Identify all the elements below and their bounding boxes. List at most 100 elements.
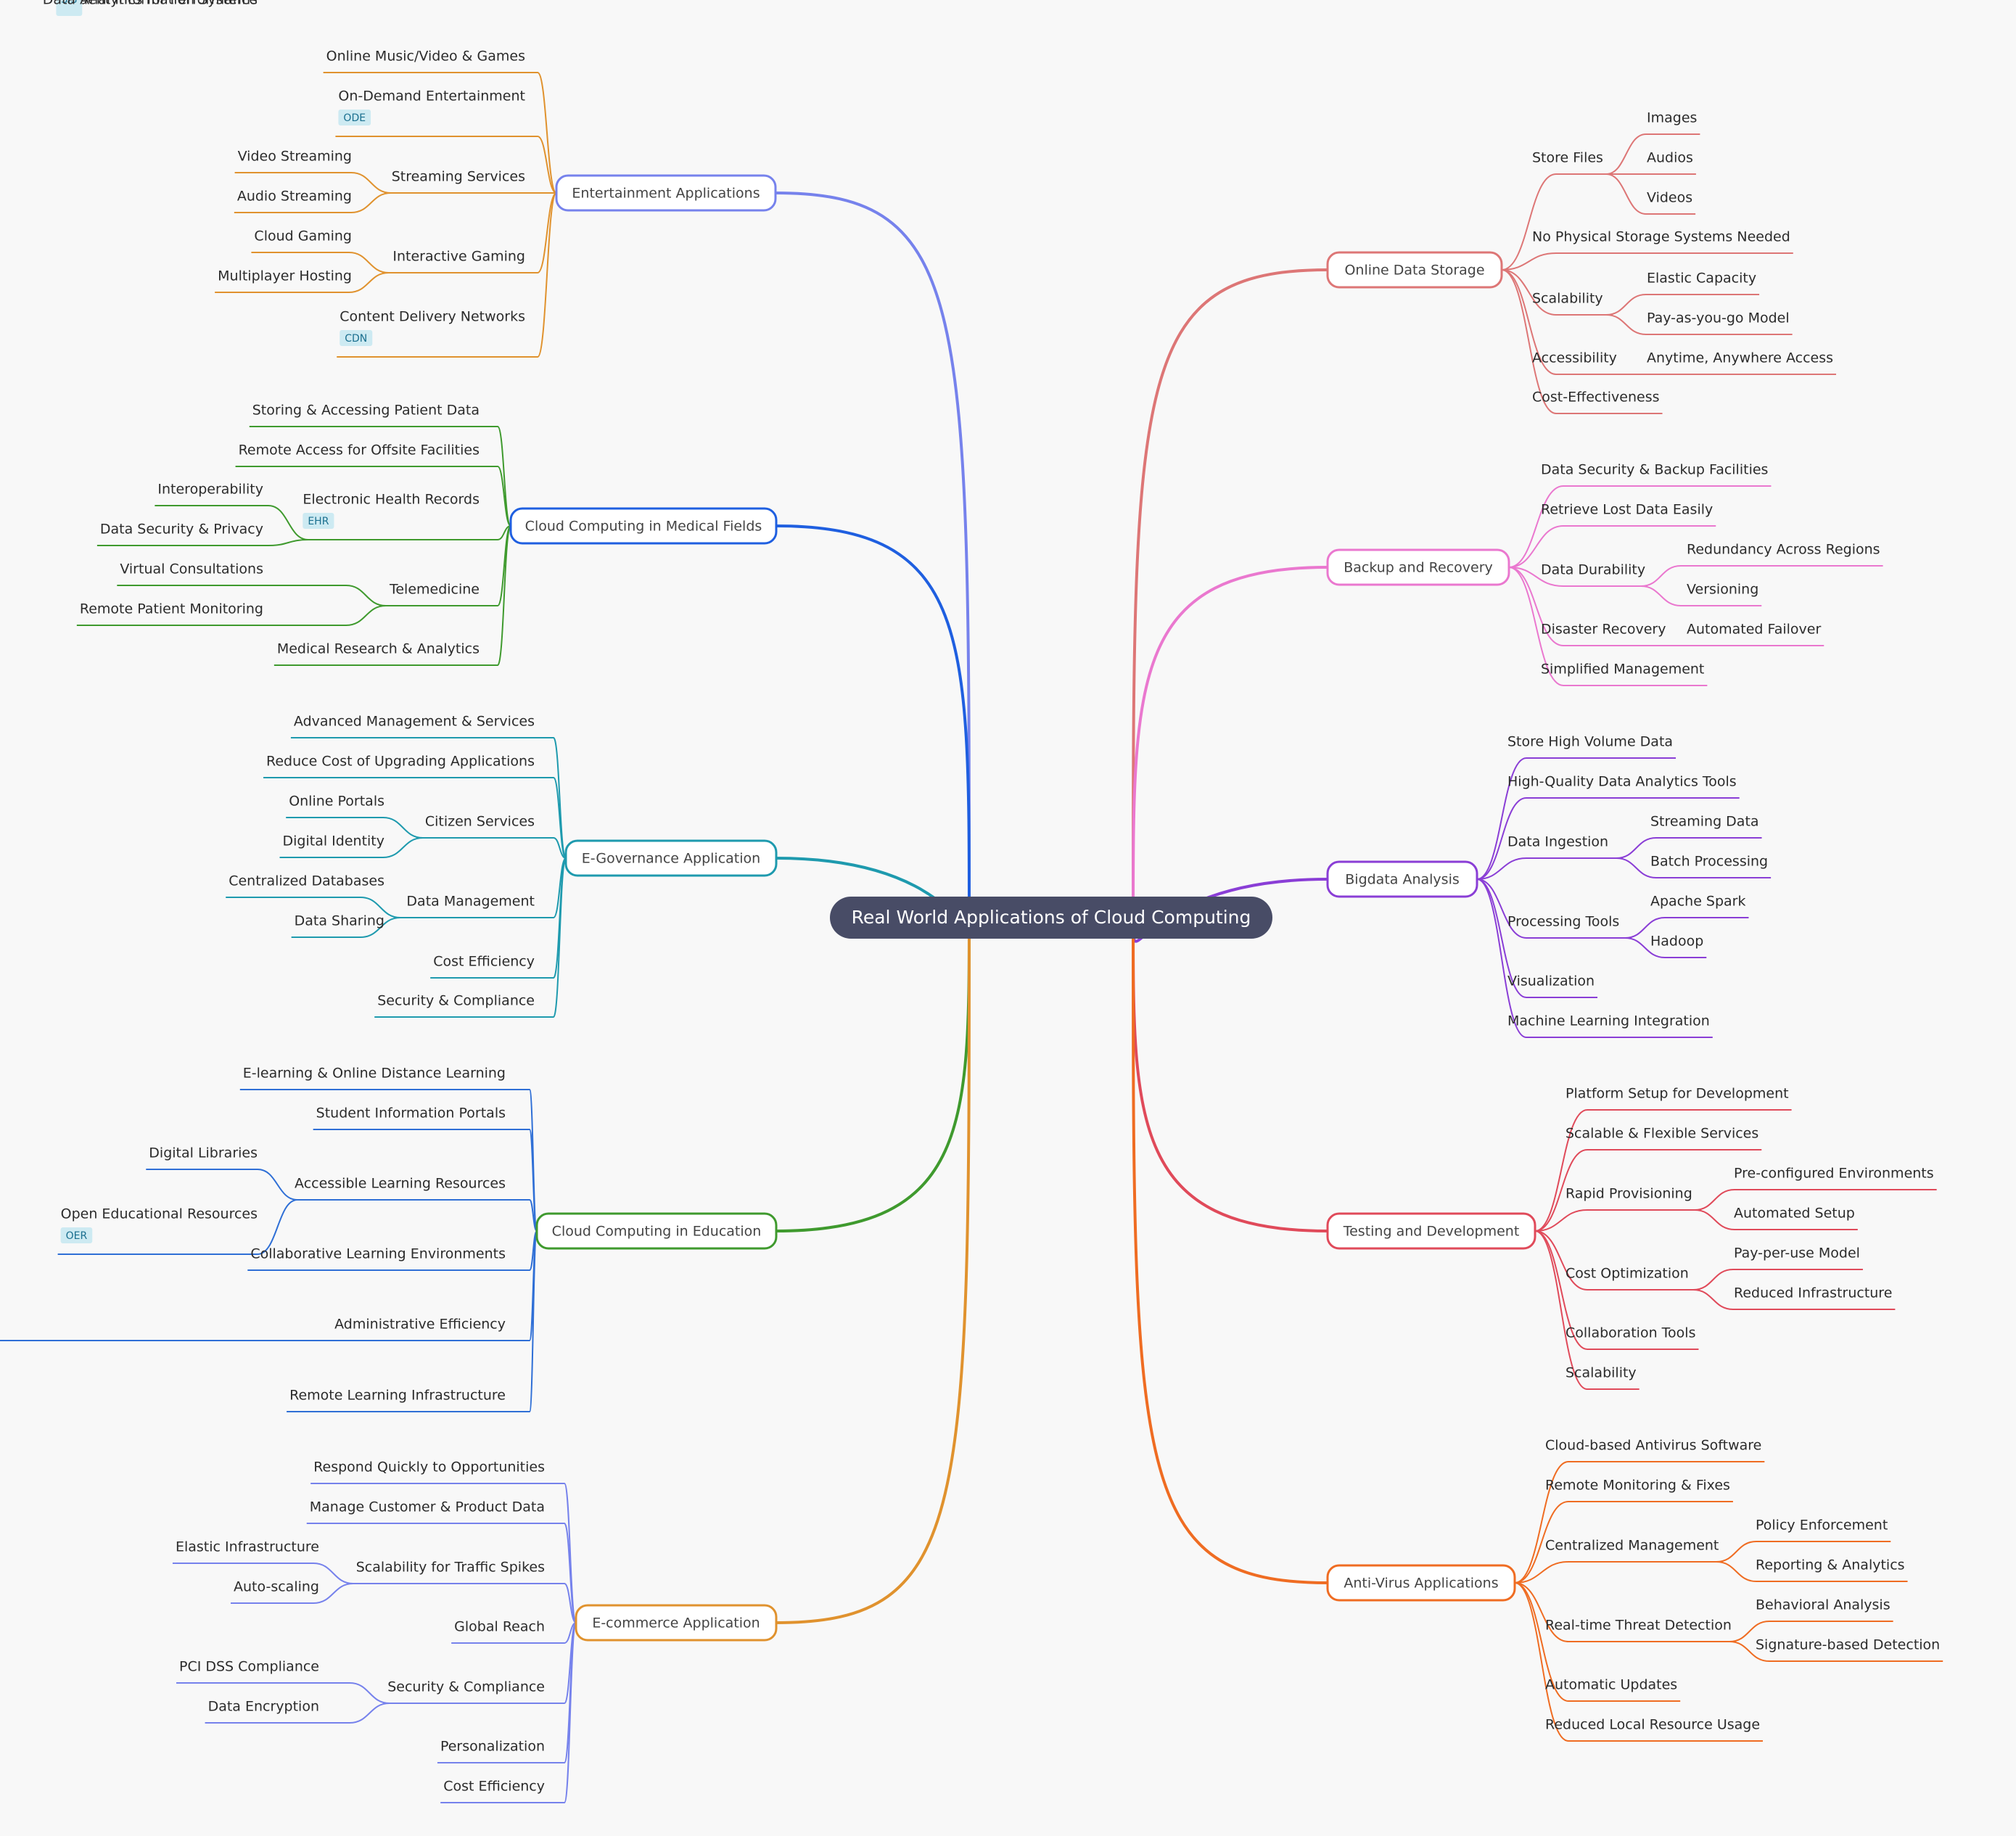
node-store-files[interactable]: Store Files (1532, 150, 1603, 166)
branch-cloud-computing-in-education[interactable]: Cloud Computing in Education (535, 1212, 778, 1250)
node-telemedicine[interactable]: Telemedicine (389, 582, 480, 598)
node-accessible-learning-resources[interactable]: Accessible Learning Resources (295, 1176, 506, 1192)
branch-cloud-computing-in-medical-fields[interactable]: Cloud Computing in Medical Fields (509, 507, 778, 545)
node-automated-setup[interactable]: Automated Setup (1734, 1206, 1855, 1222)
node-cost-efficiency[interactable]: Cost Efficiency (433, 954, 535, 970)
node-scalable-and-flexible-services[interactable]: Scalable & Flexible Services (1566, 1126, 1758, 1142)
node-remote-access-for-offsite-facilities[interactable]: Remote Access for Offsite Facilities (239, 442, 480, 458)
node-interoperability[interactable]: Interoperability (157, 482, 263, 498)
node-data-management[interactable]: Data Management (406, 894, 535, 910)
node-simplified-management[interactable]: Simplified Management (1541, 662, 1704, 678)
node-apache-spark[interactable]: Apache Spark (1650, 894, 1746, 910)
node-cost-efficiency[interactable]: Cost Efficiency (443, 1779, 545, 1795)
node-elastic-capacity[interactable]: Elastic Capacity (1647, 271, 1756, 287)
branch-backup-and-recovery[interactable]: Backup and Recovery (1326, 548, 1510, 586)
node-reduced-infrastructure[interactable]: Reduced Infrastructure (1734, 1285, 1892, 1301)
node-visualization[interactable]: Visualization (1507, 973, 1595, 989)
node-batch-processing[interactable]: Batch Processing (1650, 854, 1768, 870)
node-global-reach[interactable]: Global Reach (454, 1619, 545, 1635)
node-reduce-cost-of-upgrading-applications[interactable]: Reduce Cost of Upgrading Applications (266, 754, 535, 770)
node-automatic-updates[interactable]: Automatic Updates (1545, 1677, 1677, 1693)
node-audio-streaming[interactable]: Audio Streaming (237, 189, 352, 205)
node-store-high-volume-data[interactable]: Store High Volume Data (1507, 734, 1673, 750)
node-data-sharing[interactable]: Data Sharing (295, 913, 384, 929)
node-behavioral-analysis[interactable]: Behavioral Analysis (1756, 1597, 1890, 1613)
node-online-portals[interactable]: Online Portals (289, 794, 384, 810)
node-video-streaming[interactable]: Video Streaming (238, 149, 352, 165)
node-data-durability[interactable]: Data Durability (1541, 562, 1645, 578)
node-virtual-consultations[interactable]: Virtual Consultations (120, 561, 263, 577)
node-digital-libraries[interactable]: Digital Libraries (149, 1145, 258, 1161)
node-cost-effectiveness[interactable]: Cost-Effectiveness (1532, 390, 1660, 406)
branch-e-commerce-application[interactable]: E-commerce Application (575, 1604, 778, 1642)
node-high-quality-data-analytics-tools[interactable]: High-Quality Data Analytics Tools (1507, 774, 1737, 790)
branch-online-data-storage[interactable]: Online Data Storage (1326, 251, 1503, 289)
node-processing-tools[interactable]: Processing Tools (1507, 914, 1619, 930)
node-pay-per-use-model[interactable]: Pay-per-use Model (1734, 1246, 1860, 1261)
node-online-music-video-and-games[interactable]: Online Music/Video & Games (326, 49, 525, 65)
node-hadoop[interactable]: Hadoop (1650, 934, 1703, 950)
node-student-information-systems[interactable]: Student Information SystemsSIS (56, 0, 258, 16)
node-cost-optimization[interactable]: Cost Optimization (1566, 1266, 1689, 1282)
node-videos[interactable]: Videos (1647, 190, 1692, 206)
node-medical-research-and-analytics[interactable]: Medical Research & Analytics (277, 641, 480, 657)
node-student-information-portals[interactable]: Student Information Portals (316, 1106, 506, 1121)
node-data-analytics-for-performance[interactable]: Data Analytics for Performance (43, 0, 258, 8)
node-redundancy-across-regions[interactable]: Redundancy Across Regions (1687, 542, 1880, 558)
node-security-and-compliance[interactable]: Security & Compliance (377, 993, 535, 1009)
node-remote-patient-monitoring[interactable]: Remote Patient Monitoring (80, 601, 263, 617)
node-machine-learning-integration[interactable]: Machine Learning Integration (1507, 1013, 1710, 1029)
node-retrieve-lost-data-easily[interactable]: Retrieve Lost Data Easily (1541, 502, 1713, 518)
node-audios[interactable]: Audios (1647, 150, 1693, 166)
branch-testing-and-development[interactable]: Testing and Development (1326, 1212, 1536, 1250)
node-storing-and-accessing-patient-data[interactable]: Storing & Accessing Patient Data (252, 403, 480, 419)
node-scalability[interactable]: Scalability (1532, 291, 1603, 307)
node-remote-learning-infrastructure[interactable]: Remote Learning Infrastructure (289, 1388, 506, 1404)
node-citizen-services[interactable]: Citizen Services (425, 814, 535, 830)
root-node[interactable]: Real World Applications of Cloud Computi… (830, 897, 1272, 939)
node-anytime-anywhere-access[interactable]: Anytime, Anywhere Access (1647, 350, 1833, 366)
node-e-learning-and-online-distance-learning[interactable]: E-learning & Online Distance Learning (243, 1066, 506, 1082)
node-reporting-and-analytics[interactable]: Reporting & Analytics (1756, 1557, 1905, 1573)
node-pre-configured-environments[interactable]: Pre-configured Environments (1734, 1166, 1934, 1182)
node-data-ingestion[interactable]: Data Ingestion (1507, 834, 1608, 850)
branch-anti-virus-applications[interactable]: Anti-Virus Applications (1326, 1564, 1516, 1602)
node-streaming-data[interactable]: Streaming Data (1650, 814, 1759, 830)
node-auto-scaling[interactable]: Auto-scaling (234, 1579, 319, 1595)
node-elastic-infrastructure[interactable]: Elastic Infrastructure (176, 1539, 319, 1555)
node-data-security-and-privacy[interactable]: Data Security & Privacy (100, 522, 263, 538)
node-real-time-threat-detection[interactable]: Real-time Threat Detection (1545, 1618, 1732, 1634)
node-signature-based-detection[interactable]: Signature-based Detection (1756, 1637, 1940, 1653)
node-personalization[interactable]: Personalization (440, 1739, 545, 1755)
node-security-and-compliance[interactable]: Security & Compliance (387, 1679, 545, 1695)
node-disaster-recovery[interactable]: Disaster Recovery (1541, 622, 1666, 638)
node-data-security-and-backup-facilities[interactable]: Data Security & Backup Facilities (1541, 462, 1768, 478)
node-images[interactable]: Images (1647, 110, 1697, 126)
node-collaborative-learning-environments[interactable]: Collaborative Learning Environments (250, 1246, 506, 1262)
node-data-encryption[interactable]: Data Encryption (208, 1699, 319, 1715)
node-platform-setup-for-development[interactable]: Platform Setup for Development (1566, 1086, 1789, 1102)
node-manage-customer-and-product-data[interactable]: Manage Customer & Product Data (310, 1499, 545, 1515)
node-digital-identity[interactable]: Digital Identity (283, 833, 384, 849)
node-pay-as-you-go-model[interactable]: Pay-as-you-go Model (1647, 310, 1790, 326)
node-collaboration-tools[interactable]: Collaboration Tools (1566, 1325, 1695, 1341)
node-cloud-gaming[interactable]: Cloud Gaming (254, 229, 352, 244)
node-administrative-efficiency[interactable]: Administrative Efficiency (334, 1317, 506, 1333)
branch-bigdata-analysis[interactable]: Bigdata Analysis (1326, 860, 1478, 898)
node-cloud-based-antivirus-software[interactable]: Cloud-based Antivirus Software (1545, 1438, 1761, 1454)
node-automated-failover[interactable]: Automated Failover (1687, 622, 1821, 638)
node-multiplayer-hosting[interactable]: Multiplayer Hosting (218, 268, 352, 284)
node-versioning[interactable]: Versioning (1687, 582, 1758, 598)
node-remote-monitoring-and-fixes[interactable]: Remote Monitoring & Fixes (1545, 1478, 1730, 1494)
node-centralized-management[interactable]: Centralized Management (1545, 1538, 1719, 1554)
node-reduced-local-resource-usage[interactable]: Reduced Local Resource Usage (1545, 1717, 1760, 1733)
branch-e-governance-application[interactable]: E-Governance Application (564, 839, 778, 877)
node-centralized-databases[interactable]: Centralized Databases (229, 873, 384, 889)
node-interactive-gaming[interactable]: Interactive Gaming (392, 249, 525, 265)
node-streaming-services[interactable]: Streaming Services (392, 169, 525, 185)
branch-entertainment-applications[interactable]: Entertainment Applications (555, 174, 777, 212)
node-scalability[interactable]: Scalability (1566, 1365, 1637, 1381)
